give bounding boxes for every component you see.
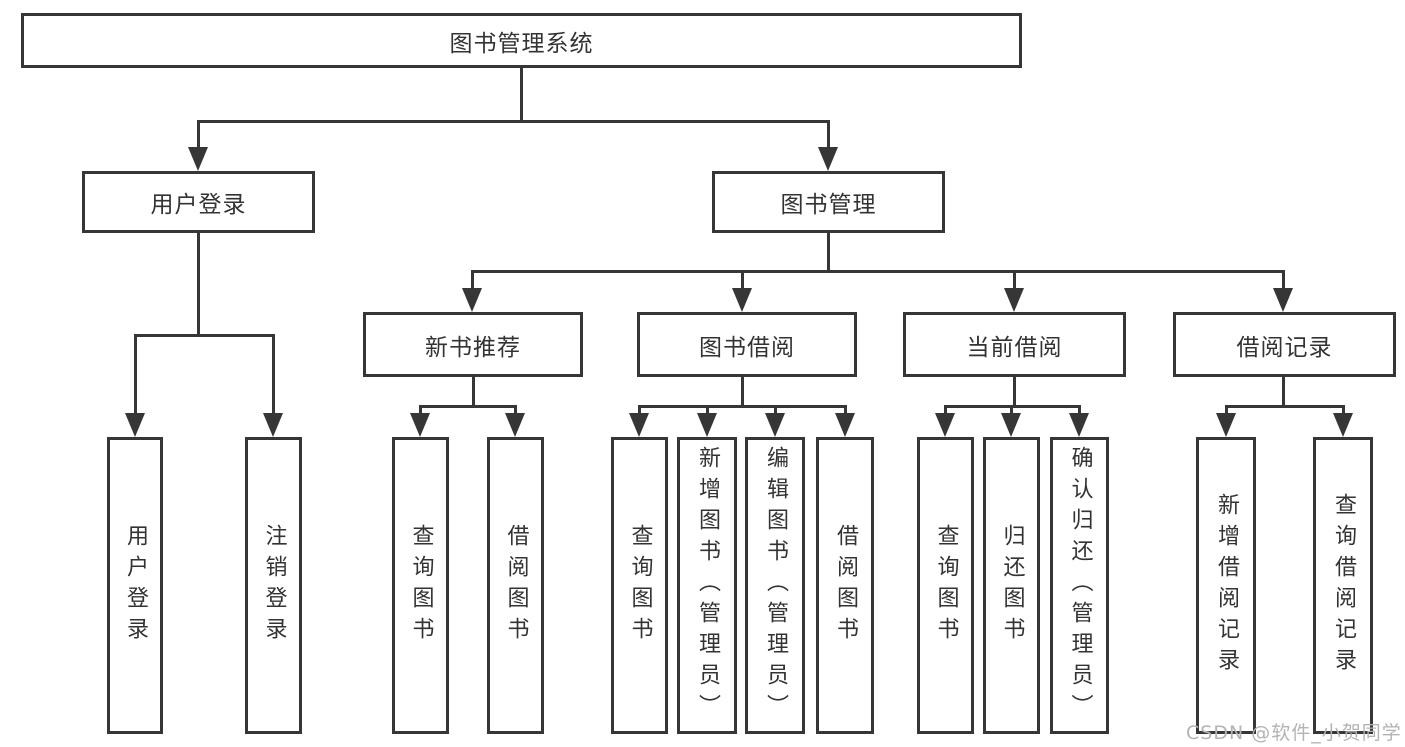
leaf-label: 借阅图书 xyxy=(833,523,858,648)
arrowhead-down-icon xyxy=(1001,413,1021,437)
connector-recommend-stem xyxy=(472,377,475,408)
connector-borrow-stem xyxy=(741,377,744,408)
node-new-book-recommend: 新书推荐 xyxy=(363,312,583,377)
arrowhead-down-icon xyxy=(263,413,283,437)
arrowhead-down-icon xyxy=(188,147,208,171)
connector-stem-bor-leaf1 xyxy=(638,405,641,417)
node-label: 当前借阅 xyxy=(966,334,1063,361)
leaf-user-login: 用户登录 xyxy=(107,437,163,734)
node-label: 图书管理系统 xyxy=(449,30,594,57)
connector-user-login-stem xyxy=(197,233,200,336)
leaf-add-borrow-record: 新增借阅记录 xyxy=(1196,437,1256,734)
arrowhead-down-icon xyxy=(1004,288,1024,312)
connector-stem-bor-leaf4 xyxy=(844,405,847,417)
leaf-label: 新增借阅记录 xyxy=(1214,492,1239,679)
leaf-label: 新增图书（管理员） xyxy=(695,446,720,725)
connector-stem-bor-leaf3 xyxy=(774,405,777,417)
arrowhead-down-icon xyxy=(935,413,955,437)
leaf-label: 确认归还（管理员） xyxy=(1067,446,1093,725)
leaf-label: 查询图书 xyxy=(408,523,434,648)
node-label: 用户登录 xyxy=(150,192,247,218)
node-library-management-system: 图书管理系统 xyxy=(21,13,1022,68)
arrowhead-down-icon xyxy=(697,413,717,437)
csdn-watermark: CSDN @软件_小贺同学 xyxy=(1186,722,1402,744)
node-current-borrowing: 当前借阅 xyxy=(903,312,1126,377)
leaf-borrow-books-recommend: 借阅图书 xyxy=(487,437,544,734)
arrowhead-down-icon xyxy=(1069,413,1089,437)
arrowhead-down-icon xyxy=(629,413,649,437)
leaf-label: 归还图书 xyxy=(999,523,1025,648)
arrowhead-down-icon xyxy=(835,413,855,437)
connector-stem-rec-leaf2 xyxy=(514,405,517,417)
connector-user-login-rail xyxy=(134,334,275,337)
leaf-label: 查询图书 xyxy=(933,523,959,648)
arrowhead-down-icon xyxy=(505,413,525,437)
arrowhead-down-icon xyxy=(1333,413,1353,437)
connector-stem-cur-leaf3 xyxy=(1078,405,1081,417)
arrowhead-down-icon xyxy=(462,288,482,312)
connector-book-mgmt-stem xyxy=(827,233,830,273)
leaf-borrow-books: 借阅图书 xyxy=(816,437,874,734)
leaf-edit-books-admin: 编辑图书（管理员） xyxy=(745,437,805,734)
leaf-label: 注销登录 xyxy=(261,523,287,648)
arrowhead-down-icon xyxy=(1273,288,1293,312)
leaf-logout: 注销登录 xyxy=(245,437,302,734)
connector-borrow-rail xyxy=(638,405,847,408)
connector-stem-bor-leaf2 xyxy=(706,405,709,417)
leaf-confirm-return-admin: 确认归还（管理员） xyxy=(1050,437,1109,734)
leaf-label: 用户登录 xyxy=(123,523,148,648)
connector-stem-login-leaf1 xyxy=(134,334,137,416)
connector-stem-log-leaf2 xyxy=(1342,405,1345,417)
connector-current-stem xyxy=(1013,377,1016,408)
connector-recommend-rail xyxy=(419,405,517,408)
node-label: 图书管理 xyxy=(780,192,877,218)
connector-stem-cur-leaf2 xyxy=(1010,405,1013,417)
leaf-label: 编辑图书（管理员） xyxy=(763,446,788,725)
arrowhead-down-icon xyxy=(125,413,145,437)
connector-stem-login-leaf2 xyxy=(272,334,275,416)
leaf-label: 查询借阅记录 xyxy=(1331,492,1356,679)
connector-records-rail xyxy=(1225,405,1345,408)
arrowhead-down-icon xyxy=(732,288,752,312)
leaf-query-books-recommend: 查询图书 xyxy=(392,437,449,734)
arrowhead-down-icon xyxy=(410,413,430,437)
leaf-query-borrow-record: 查询借阅记录 xyxy=(1313,437,1373,734)
node-user-login: 用户登录 xyxy=(82,171,315,233)
leaf-label: 查询图书 xyxy=(627,523,653,648)
node-book-management: 图书管理 xyxy=(712,171,945,233)
connector-stem-log-leaf1 xyxy=(1225,405,1228,417)
connector-level3-rail xyxy=(471,270,1285,273)
connector-level2-rail xyxy=(197,120,830,123)
arrowhead-down-icon xyxy=(765,413,785,437)
node-label: 借阅记录 xyxy=(1236,334,1333,361)
connector-stem-current xyxy=(1013,270,1016,291)
connector-stem-recommend xyxy=(471,270,474,291)
node-book-borrowing: 图书借阅 xyxy=(637,312,857,377)
node-borrowing-records: 借阅记录 xyxy=(1173,312,1396,377)
leaf-query-books-current: 查询图书 xyxy=(917,437,974,734)
arrowhead-down-icon xyxy=(818,147,838,171)
connector-stem-borrow xyxy=(741,270,744,291)
connector-root-stem xyxy=(520,68,523,123)
connector-stem-book-mgmt xyxy=(827,120,830,150)
connector-records-stem xyxy=(1282,377,1285,408)
connector-stem-cur-leaf1 xyxy=(944,405,947,417)
arrowhead-down-icon xyxy=(1216,413,1236,437)
leaf-label: 借阅图书 xyxy=(503,523,529,648)
node-label: 图书借阅 xyxy=(699,334,795,361)
node-label: 新书推荐 xyxy=(425,334,521,361)
leaf-add-books-admin: 新增图书（管理员） xyxy=(677,437,737,734)
connector-stem-user-login xyxy=(197,120,200,150)
leaf-query-books-borrow: 查询图书 xyxy=(611,437,668,734)
connector-stem-records xyxy=(1282,270,1285,291)
leaf-return-books: 归还图书 xyxy=(983,437,1040,734)
connector-stem-rec-leaf1 xyxy=(419,405,422,417)
